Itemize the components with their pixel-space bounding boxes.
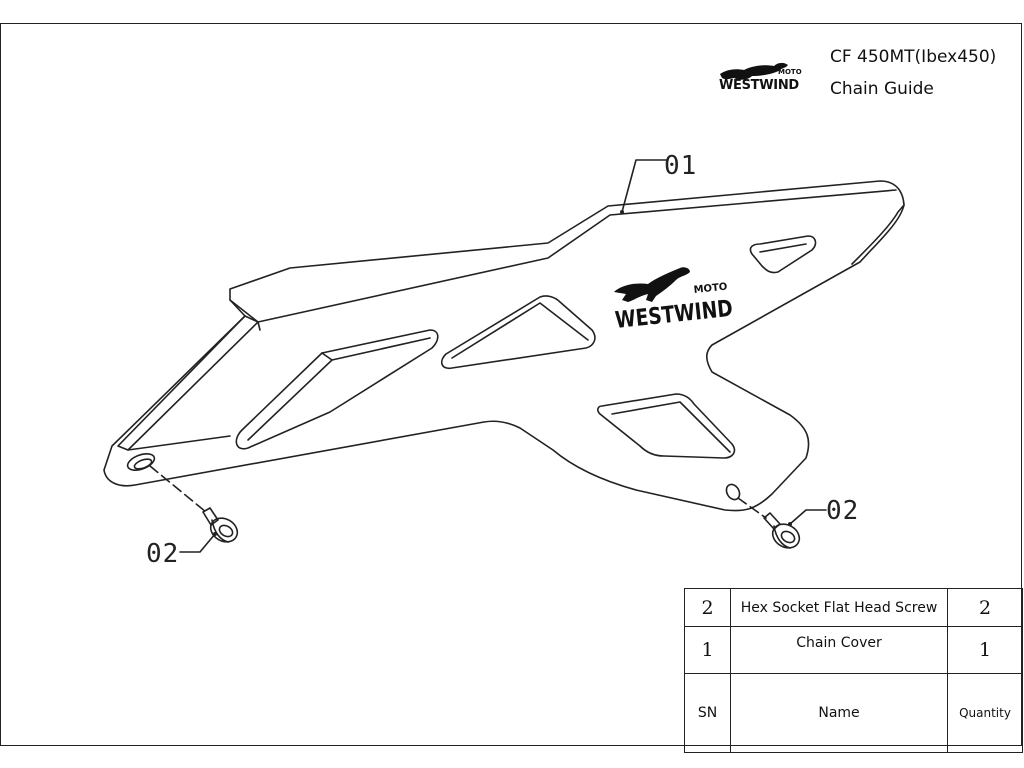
drawing-frame	[0, 23, 1022, 746]
westwind-logo-on-part: MOTO WESTWIND	[614, 267, 734, 334]
callout-02-left: 02	[146, 539, 179, 569]
callout-01: 01	[664, 151, 697, 181]
part-title: Chain Guide	[830, 79, 934, 99]
panther-icon	[614, 267, 690, 302]
logo-small-moto: MOTO	[778, 68, 802, 76]
cutout-center	[440, 295, 596, 370]
screw-right	[763, 512, 801, 549]
assembly-line-right	[737, 497, 767, 519]
bom-header-row: SN Name Quantity	[684, 673, 1023, 753]
mount-hole-right	[725, 483, 741, 501]
bom-qty: 2	[947, 588, 1023, 627]
leader-02-left	[179, 533, 216, 553]
bom-sn: 1	[684, 626, 731, 674]
logo-brand-text: WESTWIND	[614, 296, 734, 334]
model-title: CF 450MT(Ibex450)	[830, 47, 997, 67]
chain-cover-left-edge	[117, 315, 259, 451]
bom-row: 2 Hex Socket Flat Head Screw 2	[684, 588, 1023, 627]
leader-02-right	[789, 509, 827, 525]
cutout-right-upper	[749, 235, 817, 274]
chain-cover-outline	[103, 180, 905, 512]
bom-header-qty: Quantity	[947, 673, 1023, 753]
leader-01	[621, 159, 669, 213]
westwind-logo-small	[720, 62, 788, 80]
assembly-line-left	[149, 465, 207, 513]
bom-row: 1 Chain Cover 1	[684, 626, 1023, 674]
cutout-left	[235, 329, 439, 450]
callout-02-right: 02	[826, 496, 859, 526]
bom-sn: 2	[684, 588, 731, 627]
bom-name: Chain Cover	[730, 626, 948, 674]
bill-of-materials: 2 Hex Socket Flat Head Screw 2 1 Chain C…	[684, 588, 1023, 753]
chain-cover-top-edge	[229, 189, 897, 323]
title-block: CF 450MT(Ibex450) Chain Guide	[830, 46, 996, 100]
logo-moto-text: MOTO	[693, 282, 728, 296]
bom-name: Hex Socket Flat Head Screw	[730, 588, 948, 627]
bom-header-sn: SN	[684, 673, 731, 753]
bom-header-name: Name	[730, 673, 948, 753]
logo-small-brand: WESTWIND	[719, 78, 799, 93]
screw-left	[202, 507, 239, 543]
panther-icon	[720, 62, 788, 80]
cutout-right-lower	[597, 393, 736, 459]
bom-qty: 1	[947, 626, 1023, 674]
